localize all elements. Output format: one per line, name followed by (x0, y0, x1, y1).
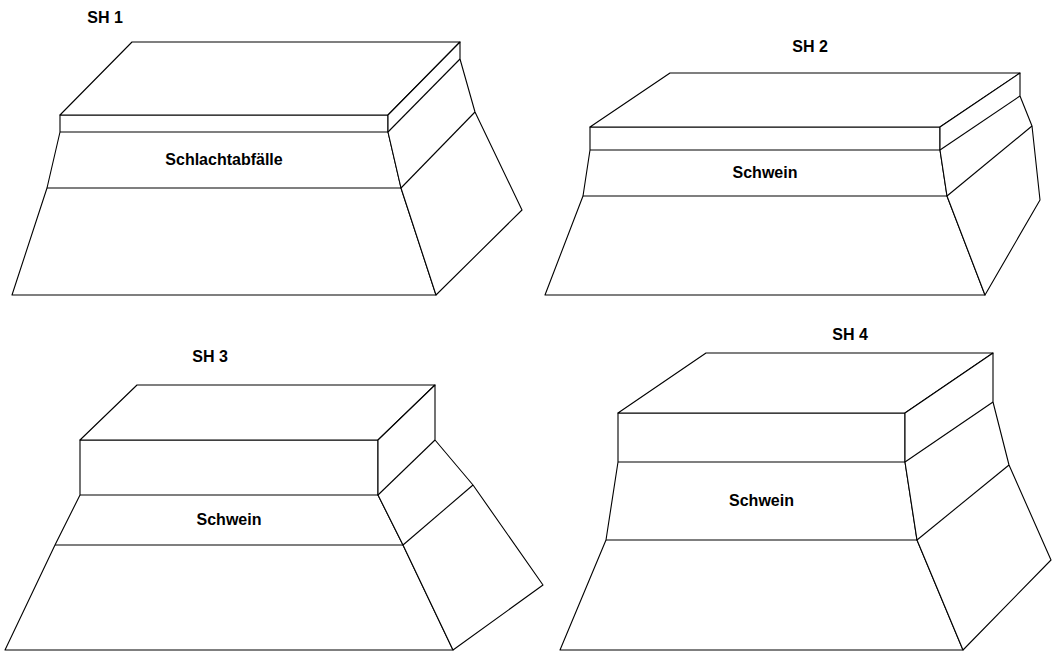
layer-label: Schwein (733, 164, 798, 182)
layer-label: Schwein (197, 511, 262, 529)
layer-line (606, 539, 917, 540)
layer-line (378, 440, 435, 495)
layer-line (60, 131, 388, 132)
tank-outline (10, 2, 524, 297)
layer-line (47, 187, 401, 188)
layer-label: Schwein (729, 492, 794, 510)
front-face (545, 127, 985, 295)
top-face (80, 385, 435, 440)
front-face (560, 413, 963, 650)
tank-heading: SH 4 (832, 326, 868, 344)
side-face (388, 42, 522, 295)
layer-line (401, 112, 475, 188)
layer-label: Schlachtabfälle (165, 151, 282, 169)
layer-line (80, 494, 378, 495)
tank-outline (543, 31, 1042, 297)
layer-line (947, 126, 1032, 196)
tank-heading: SH 3 (192, 348, 228, 366)
storage-tank: SH 2 Schwein (543, 31, 1042, 297)
layer-line (590, 149, 940, 150)
storage-tank: SH 1 Schlachtabfälle (10, 2, 524, 297)
tank-heading: SH 2 (792, 38, 828, 56)
layer-line (618, 461, 905, 462)
storage-tank: SH 4 Schwein (558, 319, 1053, 652)
layer-line (583, 195, 947, 196)
side-face (940, 73, 1040, 295)
side-face (378, 385, 543, 650)
tank-outline (558, 319, 1053, 652)
tank-heading: SH 1 (87, 9, 123, 27)
layer-line (917, 465, 1009, 540)
side-face (905, 353, 1051, 650)
front-face (12, 115, 436, 295)
layer-line (905, 402, 993, 462)
layer-line (388, 59, 460, 132)
layer-line (403, 485, 473, 545)
tank-outline (3, 341, 545, 652)
storage-tank: SH 3 Schwein (3, 341, 545, 652)
layer-line (55, 544, 403, 545)
layer-line (940, 96, 1020, 150)
